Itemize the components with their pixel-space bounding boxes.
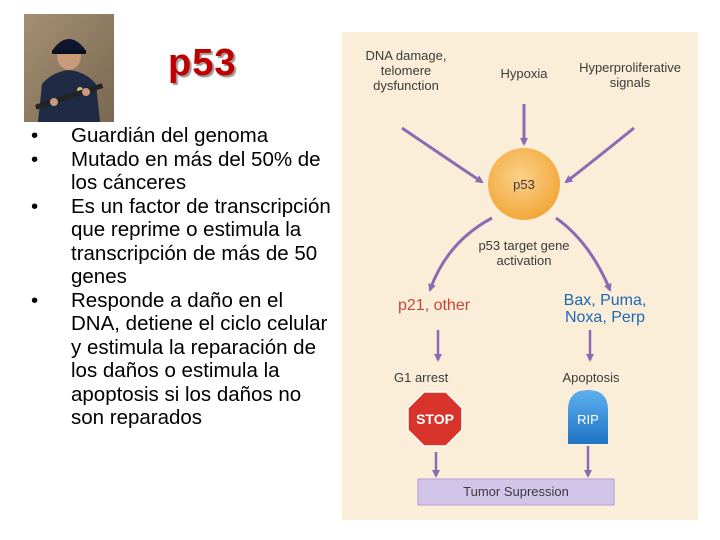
input-hypoxia: Hypoxia [500,66,548,81]
right-genes-label: Bax, Puma, Noxa, Perp [563,292,647,326]
bullet-item: Es un factor de transcripción que reprim… [24,195,334,289]
p53-node-label: p53 [513,177,535,192]
bullet-item: Mutado en más del 50% de los cánceres [24,148,334,195]
bullet-item: Responde a daño en el DNA, detiene el ci… [24,289,334,430]
stop-sign-shape [407,391,463,447]
input-dna-damage: DNA damage, telomere dysfunction [365,48,447,93]
input-hyperproliferative: Hyperproliferative signals [579,60,681,90]
arrow-to-bax [555,216,612,292]
bullet-list: Guardián del genoma Mutado en más del 50… [24,124,334,430]
arrow-hyperproliferative [564,126,635,184]
p53-node-shape [488,148,560,220]
arrow-dna-damage [401,126,484,184]
result-label: Tumor Supression [463,484,569,499]
bullet-item: Guardián del genoma [24,124,334,148]
rip-sign-shape [568,390,608,444]
result-bar-shape [417,478,615,506]
p53-pathway-diagram: DNA damage, telomere dysfunction Hypoxia… [342,32,698,520]
slide-title: p53 [168,42,237,84]
g1-arrest-label: G1 arrest [394,370,449,385]
police-officer-photo [24,14,114,122]
stop-sign: STOP [416,411,454,427]
rip-sign: RIP [577,412,599,427]
arrow-to-p21 [428,216,493,292]
activation-label: p53 target gene activation [478,238,570,268]
left-genes-label: p21, other [398,297,471,314]
apoptosis-label: Apoptosis [562,370,620,385]
